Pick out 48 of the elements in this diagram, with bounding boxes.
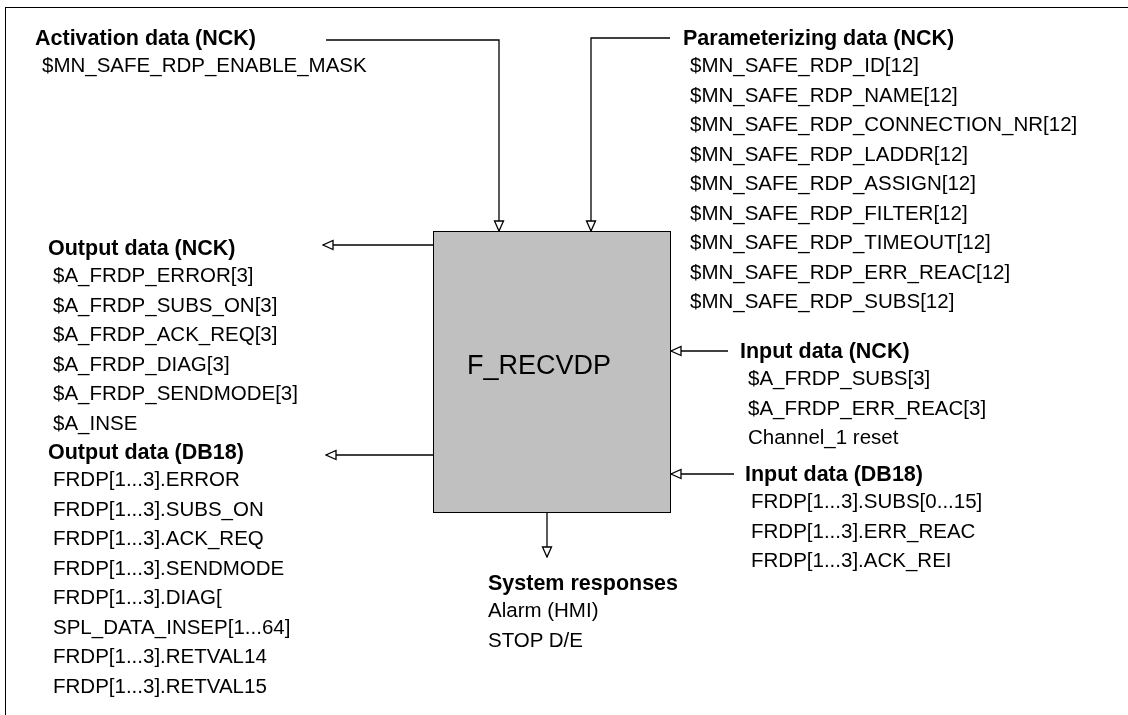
signal-name: FRDP[1...3].RETVAL15 xyxy=(53,672,267,699)
group-heading: Parameterizing data (NCK) xyxy=(683,26,955,50)
signal-name: FRDP[1...3].ERR_REAC xyxy=(751,517,976,545)
signal-name: FRDP[1...3].RETVAL14 xyxy=(53,643,267,669)
arrow xyxy=(670,468,735,480)
signal-name: $MN_SAFE_RDP_ERR_REAC[12] xyxy=(690,258,1011,286)
signal-name: $A_FRDP_SENDMODE[3] xyxy=(53,380,298,407)
arrow xyxy=(585,37,671,232)
signal-name: FRDP[1...3].ERROR xyxy=(53,466,240,492)
group-heading: Input data (NCK) xyxy=(740,339,910,363)
signal-name: $A_FRDP_SUBS_ON[3] xyxy=(53,291,278,319)
signal-name: $MN_SAFE_RDP_ASSIGN[12] xyxy=(690,170,976,197)
signal-name: $A_FRDP_SUBS[3] xyxy=(748,365,931,392)
arrow xyxy=(325,449,434,461)
arrow xyxy=(325,39,505,232)
group-heading: System responses xyxy=(488,571,678,595)
signal-name: Channel_1 reset xyxy=(748,424,899,451)
group-heading: Output data (DB18) xyxy=(48,440,245,464)
signal-name: $A_INSE xyxy=(53,409,138,437)
signal-name: $MN_SAFE_RDP_ENABLE_MASK xyxy=(42,52,367,79)
signal-name: $MN_SAFE_RDP_SUBS[12] xyxy=(690,288,955,315)
group-heading: Activation data (NCK) xyxy=(35,26,256,50)
signal-name: $A_FRDP_ACK_REQ[3] xyxy=(53,321,278,348)
signal-name: FRDP[1...3].SUBS[0...15] xyxy=(751,488,983,514)
signal-name: FRDP[1...3].SUBS_ON xyxy=(53,495,264,523)
signal-name: $A_FRDP_ERR_REAC[3] xyxy=(748,394,987,422)
signal-name: $MN_SAFE_RDP_ID[12] xyxy=(690,52,919,79)
signal-name: $MN_SAFE_RDP_CONNECTION_NR[12] xyxy=(690,111,1078,138)
signal-name: FRDP[1...3].ACK_REQ xyxy=(53,525,264,552)
signal-name: Alarm (HMI) xyxy=(488,597,599,623)
arrow xyxy=(541,512,553,558)
arrow xyxy=(322,239,434,251)
signal-name: $MN_SAFE_RDP_NAME[12] xyxy=(690,81,958,109)
signal-name: $MN_SAFE_RDP_LADDR[12] xyxy=(690,140,968,168)
signal-name: FRDP[1...3].SENDMODE xyxy=(53,554,285,581)
signal-name: FRDP[1...3].ACK_REI xyxy=(751,547,952,574)
group-heading: Input data (DB18) xyxy=(745,462,923,486)
signal-name: $A_FRDP_ERROR[3] xyxy=(53,262,254,289)
block-name: F_RECVDP xyxy=(467,350,612,381)
signal-name: $MN_SAFE_RDP_FILTER[12] xyxy=(690,199,968,227)
arrow xyxy=(670,345,729,357)
signal-name: $MN_SAFE_RDP_TIMEOUT[12] xyxy=(690,229,991,256)
signal-name: $A_FRDP_DIAG[3] xyxy=(53,350,230,378)
signal-name: STOP D/E xyxy=(488,626,583,653)
group-heading: Output data (NCK) xyxy=(48,236,237,260)
function-block xyxy=(433,231,671,513)
signal-name: FRDP[1...3].DIAG[ xyxy=(53,584,222,610)
signal-name: SPL_DATA_INSEP[1...64] xyxy=(53,613,291,641)
